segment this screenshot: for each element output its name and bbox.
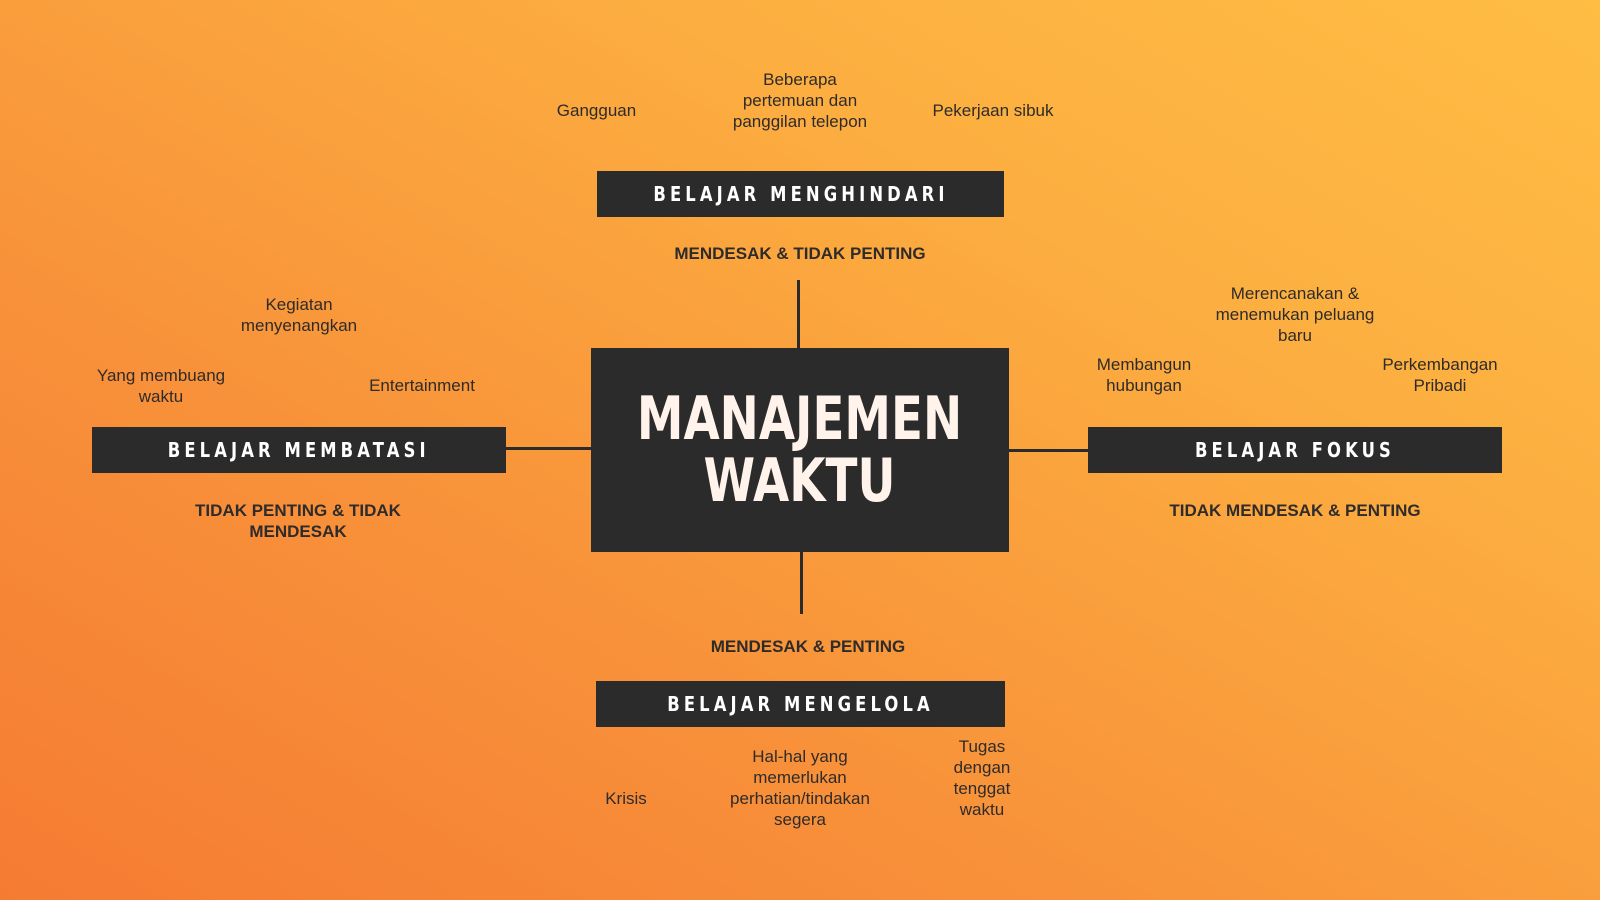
top-item-1: Gangguan bbox=[556, 101, 637, 120]
top-category: MENDESAK & TIDAK PENTING bbox=[674, 244, 926, 263]
bottom-label-box: BELAJAR MENGELOLA bbox=[596, 681, 1005, 727]
bottom-label: BELAJAR MENGELOLA bbox=[667, 692, 934, 716]
left-item-3: Entertainment bbox=[369, 376, 475, 395]
bottom-item-3: Tugas dengan tenggat waktu bbox=[953, 737, 1011, 819]
bottom-item-2: Hal-hal yang memerlukan perhatian/tindak… bbox=[730, 747, 870, 829]
top-label: BELAJAR MENGHINDARI bbox=[652, 182, 949, 206]
connector-top bbox=[797, 280, 800, 348]
connector-right bbox=[1009, 449, 1088, 452]
central-topic-box: MANAJEMEN WAKTU bbox=[591, 348, 1009, 552]
top-item-2: Beberapa pertemuan dan panggilan telepon bbox=[732, 70, 868, 131]
left-label-box: BELAJAR MEMBATASI bbox=[92, 427, 506, 473]
right-category: TIDAK MENDESAK & PENTING bbox=[1169, 501, 1421, 520]
right-item-1: Merencanakan & menemukan peluang baru bbox=[1215, 284, 1375, 345]
top-label-box: BELAJAR MENGHINDARI bbox=[597, 171, 1004, 217]
right-item-3: Perkembangan Pribadi bbox=[1382, 355, 1498, 395]
left-item-2: Yang membuang waktu bbox=[96, 366, 226, 406]
right-label: BELAJAR FOKUS bbox=[1195, 438, 1395, 462]
central-topic-title: MANAJEMEN WAKTU bbox=[637, 384, 963, 516]
left-category: TIDAK PENTING & TIDAK MENDESAK bbox=[195, 501, 401, 541]
connector-left bbox=[506, 447, 591, 450]
right-label-box: BELAJAR FOKUS bbox=[1088, 427, 1502, 473]
bottom-category: MENDESAK & PENTING bbox=[710, 637, 906, 656]
left-label: BELAJAR MEMBATASI bbox=[168, 438, 430, 462]
right-item-2: Membangun hubungan bbox=[1096, 355, 1192, 395]
left-item-1: Kegiatan menyenangkan bbox=[240, 295, 358, 335]
connector-bottom bbox=[800, 552, 803, 614]
top-item-3: Pekerjaan sibuk bbox=[932, 101, 1054, 120]
bottom-item-1: Krisis bbox=[605, 789, 647, 808]
